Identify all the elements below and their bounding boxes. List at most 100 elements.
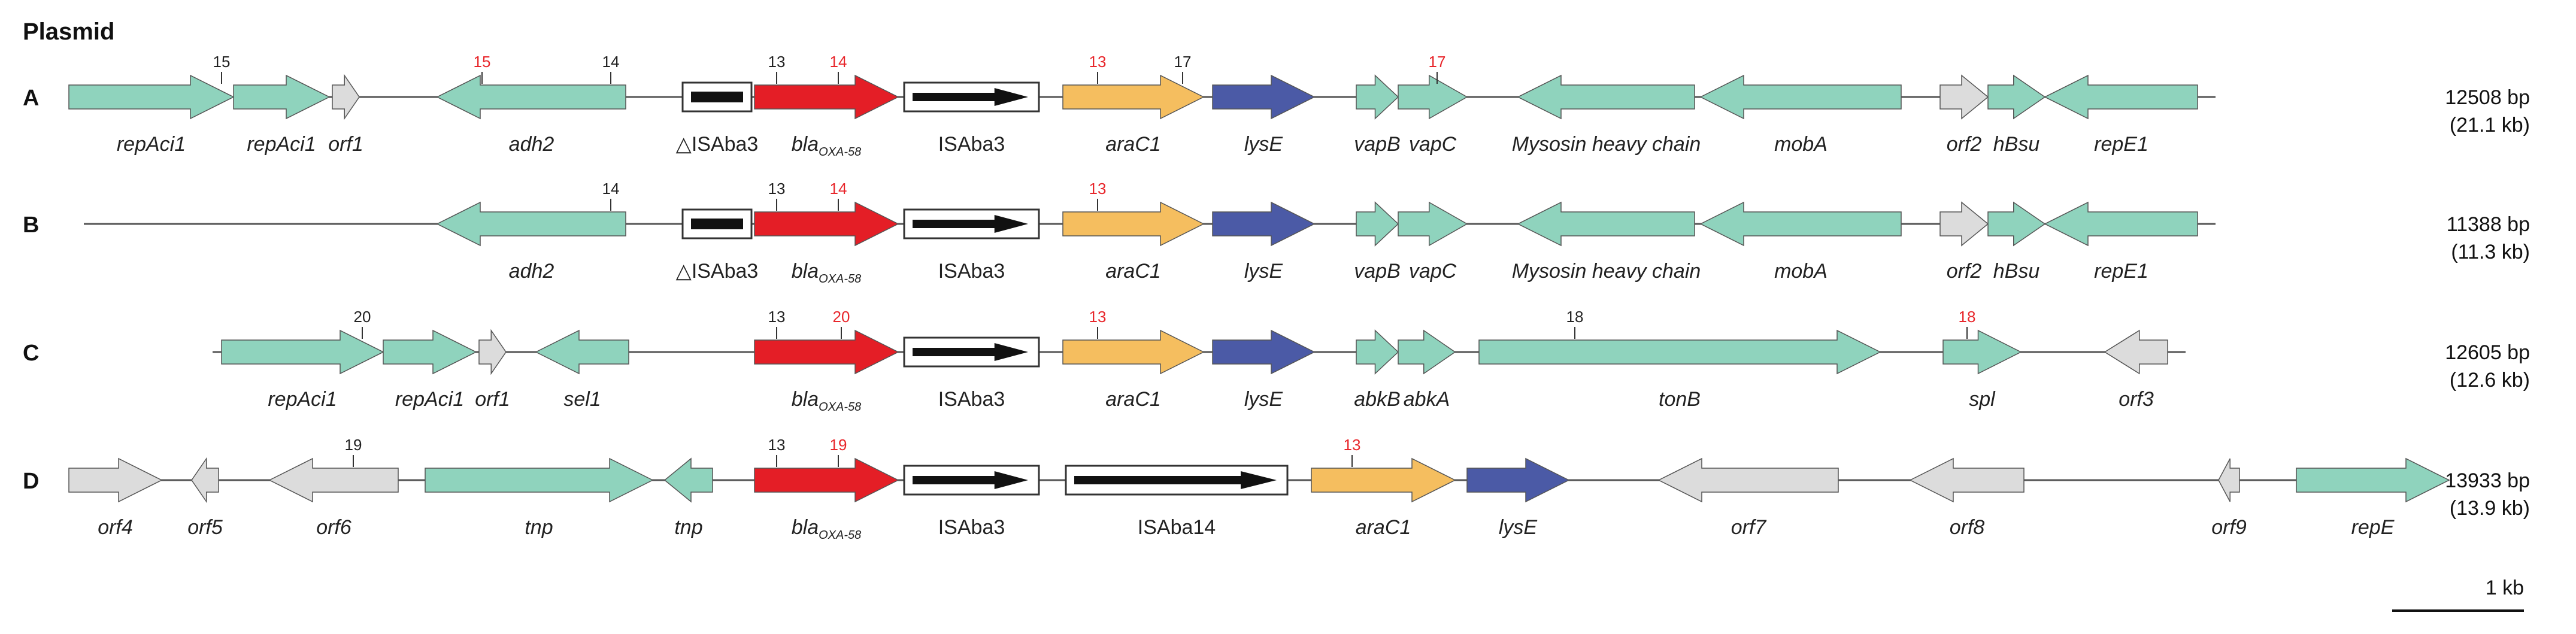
gene-name: hBsu [1993,260,2040,283]
gene-name: repE1 [2094,260,2148,283]
gene-label: repAci1 [268,388,337,411]
gene-arrow [1356,74,1399,120]
gene-name: abkA [1404,388,1450,411]
gene-name: lysE [1499,516,1538,539]
mark-number: 13 [1089,308,1107,326]
gene-name: ISAba3 [692,133,759,156]
gene-name: bla [792,260,819,283]
gene-arrow [754,74,899,120]
gene-name: bla [792,388,819,411]
mark-number: 17 [1429,53,1446,71]
gene-arrow [1939,201,1989,247]
gene-name: vapB [1354,133,1401,156]
gene-arrow [1657,457,1839,503]
gene-name: tonB [1659,388,1701,411]
gene-label: lysE [1244,260,1283,283]
gene-arrow [1466,457,1570,503]
mark-number: 17 [1174,53,1192,71]
gene-arrow [2104,329,2168,375]
mark-number: 13 [768,180,786,198]
gene-arrow [1517,201,1695,247]
gene-arrow [1398,329,1456,375]
gene-name: orf1 [328,133,363,156]
mark-number: 20 [354,308,371,326]
mark-number: 14 [602,53,620,71]
gene-arrow [1212,74,1316,120]
gene-label: repAci1 [395,388,464,411]
row-letter: B [23,213,39,238]
gene-arrow [1311,457,1456,503]
gene-label: repAci1 [117,133,186,156]
gene-arrow [1356,201,1399,247]
gene-arrow [754,329,899,375]
gene-label: sel1 [563,388,601,411]
gene-subscript: OXA-58 [819,272,861,286]
gene-arrow [425,457,654,503]
gene-label: ISAba3 [938,133,1005,156]
gene-label: Mysosin heavy chain [1512,260,1701,283]
gene-name: ISAba3 [692,260,759,283]
gene-name: lysE [1244,260,1283,283]
gene-arrow [1356,329,1399,375]
gene-arrow [1062,74,1205,120]
gene-label: orf4 [98,516,133,539]
gene-name: araC1 [1356,516,1411,539]
gene-name: orf1 [475,388,510,411]
gene-arrow [436,74,626,120]
gene-arrow [68,74,235,120]
deletion-prefix: △ [676,260,692,283]
gene-name: ISAba3 [938,133,1005,156]
gene-arrow [1398,201,1468,247]
gene-label: spl [1969,388,1996,411]
gene-arrow [1987,201,2046,247]
gene-label: orf1 [328,133,363,156]
row-letter: C [23,341,39,366]
transposase-arrow [913,343,1028,361]
gene-name: vapB [1354,260,1401,283]
mark-number: 20 [833,308,850,326]
gene-arrow [1699,201,1902,247]
transposase-arrow [913,215,1028,233]
gene-arrow [2044,74,2198,120]
gene-arrow [754,201,899,247]
gene-arrow [1478,329,1881,375]
gene-name: vapC [1409,260,1457,283]
gene-arrow [1062,329,1205,375]
gene-arrow [478,329,507,375]
truncated-element-bar [691,219,743,229]
gene-name: repE [2351,516,2395,539]
gene-label: orf6 [316,516,351,539]
gene-label: mobA [1774,260,1828,283]
gene-name: mobA [1774,133,1828,156]
gene-name: Mysosin heavy chain [1512,260,1701,283]
gene-name: vapC [1409,133,1457,156]
plasmid-size-kb: (11.3 kb) [2451,241,2530,263]
gene-label: orf7 [1731,516,1767,539]
gene-arrow [1942,329,2022,375]
gene-name: ISAba3 [938,260,1005,283]
gene-label: araC1 [1105,133,1161,156]
gene-name: orf8 [1950,516,1985,539]
deletion-prefix: △ [676,133,692,156]
mark-number: 13 [768,53,786,71]
gene-name: bla [792,133,819,156]
gene-label: tnp [525,516,553,539]
gene-label: orf2 [1947,260,1982,283]
gene-name: adh2 [509,260,554,283]
gene-name: lysE [1244,388,1283,411]
gene-name: tnp [525,516,553,539]
gene-label: orf8 [1950,516,1985,539]
gene-name: orf6 [316,516,351,539]
mark-number: 13 [1089,180,1107,198]
gene-arrow [1939,74,1989,120]
transposase-arrow [1074,471,1277,489]
plasmid-size-bp: 11388 bp [2447,213,2530,236]
gene-name: araC1 [1105,388,1161,411]
plasmid-size-kb: (13.9 kb) [2450,497,2530,520]
gene-name: orf9 [2211,516,2247,539]
mark-number: 13 [1344,436,1361,454]
gene-arrow [1062,201,1205,247]
gene-label: △ISAba3 [676,260,759,283]
gene-arrow [2296,457,2450,503]
